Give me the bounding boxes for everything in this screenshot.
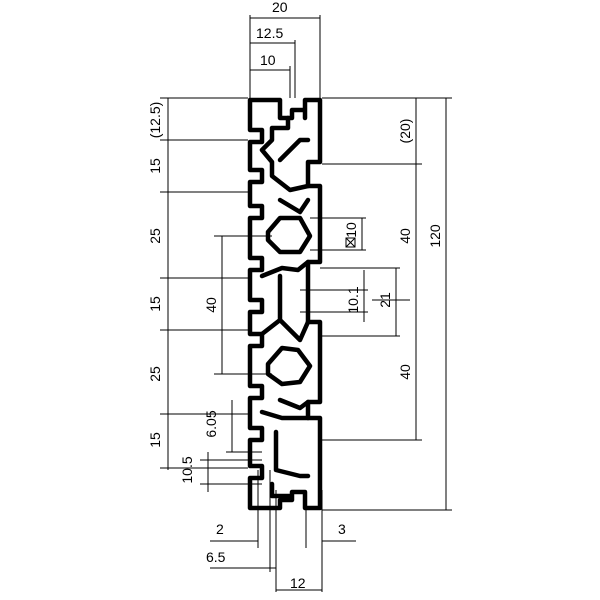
dim-top-overall-width: 20: [272, 0, 288, 15]
dim-left-0: (12.5): [147, 102, 163, 139]
extrusion-profile: [247, 97, 323, 511]
dim-left-1: 15: [147, 158, 163, 174]
inner-web-bottom: [259, 409, 311, 499]
inner-channel-upper: [265, 137, 313, 255]
dim-bottom-slot-width: 12: [290, 575, 306, 591]
dim-top-slot-offset: 12.5: [256, 25, 283, 41]
dim-right-overall-height: 120: [427, 224, 443, 248]
dim-square: 10: [343, 222, 359, 238]
dim-left-2: 25: [147, 228, 163, 244]
dim-left-3: 15: [147, 296, 163, 312]
dim-slot-spacing: 40: [203, 297, 219, 313]
dimension-lines: [160, 15, 452, 592]
dim-bottom-slot-offset: 6.5: [206, 549, 226, 565]
square-symbol-icon: [345, 237, 356, 248]
inner-web-top: [259, 115, 311, 193]
dim-left-5: 15: [147, 432, 163, 448]
profile-outline: [247, 97, 323, 511]
dim-slot-depth: 6.05: [203, 410, 219, 437]
dim-bore-pitch: 21: [377, 292, 393, 308]
dim-bottom-lip: 3: [338, 521, 346, 537]
dim-bore: 10.1: [345, 286, 361, 313]
inner-web-center: [259, 259, 311, 343]
dim-bottom-wall: 2: [216, 521, 224, 537]
dim-left-4: 25: [147, 366, 163, 382]
dim-right-lower: 40: [397, 364, 413, 380]
dim-right-offset: (20): [397, 119, 413, 144]
dimension-labels: 20 12.5 10 (12.5) 15 25 15 25 15 40 6.05…: [147, 0, 443, 591]
dim-top-slot-center: 10: [260, 52, 276, 68]
dim-right-upper: 40: [397, 228, 413, 244]
dim-slot-width: 10.5: [179, 456, 195, 483]
inner-channel-lower: [265, 345, 313, 411]
